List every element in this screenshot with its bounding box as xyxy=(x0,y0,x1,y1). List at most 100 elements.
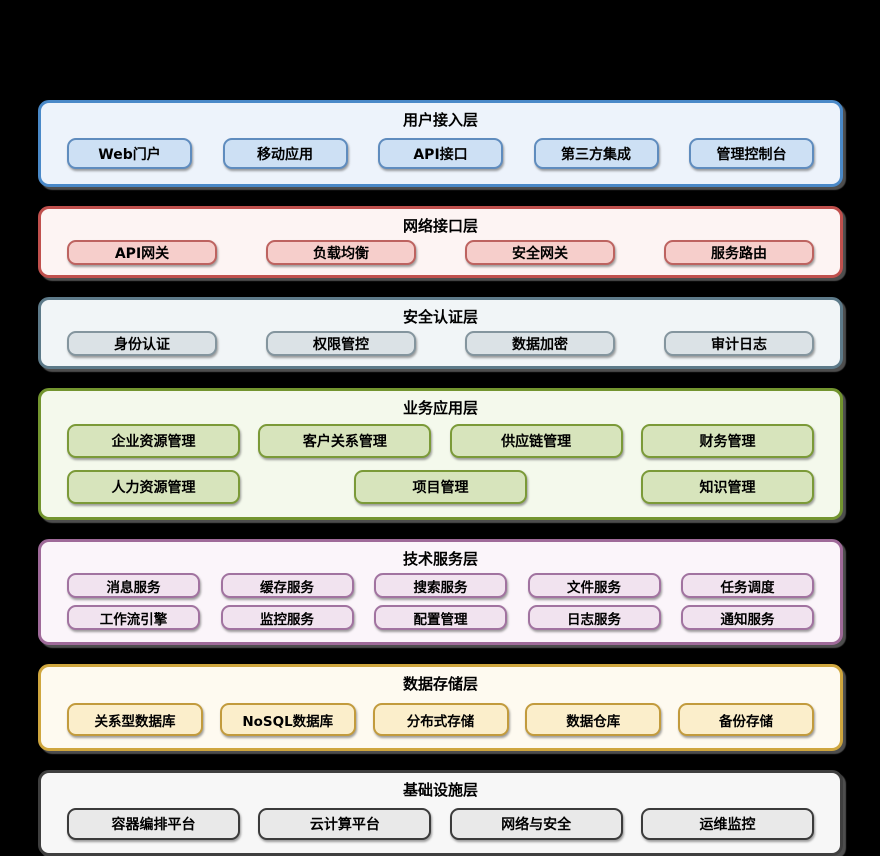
service-box: 配置管理 xyxy=(374,605,507,630)
service-box: 安全网关 xyxy=(465,240,615,265)
service-box: 知识管理 xyxy=(641,470,814,504)
service-box: 服务路由 xyxy=(664,240,814,265)
service-box: 管理控制台 xyxy=(689,138,814,169)
layer-panel-data-storage-layer: 数据存储层 关系型数据库 NoSQL数据库 分布式存储 数据仓库 备份存储 xyxy=(38,664,843,751)
service-box-label: 备份存储 xyxy=(719,713,773,730)
service-box-label: 企业资源管理 xyxy=(111,434,196,450)
service-box-label: 搜索服务 xyxy=(413,579,468,596)
service-box-label: 人力资源管理 xyxy=(111,480,196,496)
service-box-label: 权限管控 xyxy=(313,336,369,353)
service-box-label: API网关 xyxy=(114,245,170,262)
service-box-label: 身份认证 xyxy=(114,336,170,353)
service-box: 数据仓库 xyxy=(525,703,662,736)
service-box-label: 数据仓库 xyxy=(566,713,621,730)
service-box: 运维监控 xyxy=(640,808,814,840)
service-box-label: 管理控制台 xyxy=(716,146,787,163)
service-box: 权限管控 xyxy=(266,331,416,356)
service-box-label: 供应链管理 xyxy=(501,434,572,450)
service-box-label: 网络与安全 xyxy=(501,817,572,833)
service-box: 数据加密 xyxy=(465,331,615,356)
service-box: 网络与安全 xyxy=(449,808,623,840)
service-box-label: NoSQL数据库 xyxy=(242,713,334,730)
layer-panel-security-auth-layer: 安全认证层 身份认证 权限管控 数据加密 审计日志 xyxy=(38,297,843,369)
service-box: 项目管理 xyxy=(354,470,527,504)
layer-row: 容器编排平台 云计算平台 网络与安全 运维监控 xyxy=(41,808,840,840)
service-box-label: API接口 xyxy=(413,146,468,163)
service-box: 消息服务 xyxy=(67,573,200,598)
service-box: 云计算平台 xyxy=(258,808,432,840)
service-box-label: 客户关系管理 xyxy=(302,434,387,450)
service-box: 关系型数据库 xyxy=(67,703,203,736)
service-box-label: 容器编排平台 xyxy=(111,817,196,833)
service-box: 客户关系管理 xyxy=(258,424,432,458)
service-box-label: 知识管理 xyxy=(699,480,756,496)
service-box-label: 服务路由 xyxy=(711,245,767,262)
service-box: 审计日志 xyxy=(664,331,814,356)
service-box: 通知服务 xyxy=(681,605,814,630)
service-box: 供应链管理 xyxy=(449,424,623,458)
service-box: 工作流引擎 xyxy=(67,605,200,630)
service-box: NoSQL数据库 xyxy=(219,703,356,736)
layer-row: 身份认证 权限管控 数据加密 审计日志 xyxy=(41,331,840,356)
layer-title: 数据存储层 xyxy=(402,675,478,693)
layer-title: 技术服务层 xyxy=(402,550,478,568)
service-box-label: 监控服务 xyxy=(260,611,314,628)
service-box-label: 运维监控 xyxy=(699,817,756,833)
service-box: 监控服务 xyxy=(220,605,354,630)
layer-panel-business-app-layer: 业务应用层 企业资源管理 客户关系管理 供应链管理 财务管理人力资源管理 项目管理 知识管… xyxy=(38,388,843,520)
service-box: 身份认证 xyxy=(67,331,217,356)
layer-panel-infrastructure-layer: 基础设施层 容器编排平台 云计算平台 网络与安全 运维监控 xyxy=(38,770,843,856)
service-box-label: 工作流引擎 xyxy=(99,611,168,628)
service-box: 任务调度 xyxy=(681,573,814,598)
service-box-label: 关系型数据库 xyxy=(94,713,176,730)
layer-title: 基础设施层 xyxy=(402,781,478,799)
service-box-label: 缓存服务 xyxy=(260,579,314,596)
service-box: API网关 xyxy=(67,240,217,265)
layer-row: Web门户 移动应用 API接口 第三方集成 管理控制台 xyxy=(41,138,840,169)
service-box-label: 安全网关 xyxy=(512,245,568,262)
service-box: 第三方集成 xyxy=(533,138,659,169)
layer-panel-tech-service-layer: 技术服务层 消息服务 缓存服务 搜索服务 文件服务 任务调度工作流引擎 监控服务 配置管理 日… xyxy=(38,539,843,645)
layer-title: 安全认证层 xyxy=(402,308,478,326)
layer-panel-network-interface-layer: 网络接口层 API网关 负载均衡 安全网关 服务路由 xyxy=(38,206,843,278)
layer-row: 人力资源管理 项目管理 知识管理 xyxy=(41,470,840,504)
service-box: Web门户 xyxy=(67,138,192,169)
layer-title: 用户接入层 xyxy=(402,111,478,129)
service-box-label: 分布式存储 xyxy=(406,713,475,730)
service-box-label: 项目管理 xyxy=(412,480,469,496)
service-box-label: 消息服务 xyxy=(106,579,161,596)
service-box: 分布式存储 xyxy=(372,703,509,736)
service-box: 容器编排平台 xyxy=(67,808,240,840)
service-box-label: Web门户 xyxy=(98,146,161,163)
service-box-label: 通知服务 xyxy=(720,611,775,628)
service-box-label: 日志服务 xyxy=(567,611,621,628)
service-box: API接口 xyxy=(378,138,503,169)
service-box-label: 任务调度 xyxy=(720,579,775,596)
service-box-label: 第三方集成 xyxy=(561,146,631,163)
service-box: 财务管理 xyxy=(640,424,814,458)
layer-row: 企业资源管理 客户关系管理 供应链管理 财务管理 xyxy=(41,424,840,458)
service-box-label: 云计算平台 xyxy=(309,817,380,833)
service-box: 备份存储 xyxy=(678,703,814,736)
service-box-label: 配置管理 xyxy=(413,611,468,628)
service-box: 文件服务 xyxy=(527,573,661,598)
layer-title: 业务应用层 xyxy=(402,399,478,417)
service-box: 人力资源管理 xyxy=(67,470,240,504)
layer-row: 消息服务 缓存服务 搜索服务 文件服务 任务调度 xyxy=(41,573,840,598)
service-box: 企业资源管理 xyxy=(67,424,240,458)
service-box-label: 负载均衡 xyxy=(313,245,369,262)
service-box-label: 财务管理 xyxy=(699,434,756,450)
service-box-label: 审计日志 xyxy=(711,336,767,353)
service-box: 搜索服务 xyxy=(374,573,507,598)
service-box-label: 文件服务 xyxy=(567,579,621,596)
layer-panel-user-access-layer: 用户接入层 Web门户 移动应用 API接口 第三方集成 管理控制台 xyxy=(38,100,843,187)
service-box: 负载均衡 xyxy=(266,240,416,265)
layer-row: 关系型数据库 NoSQL数据库 分布式存储 数据仓库 备份存储 xyxy=(41,703,840,736)
layer-row: API网关 负载均衡 安全网关 服务路由 xyxy=(41,240,840,265)
service-box: 移动应用 xyxy=(222,138,348,169)
architecture-diagram: 用户接入层 Web门户 移动应用 API接口 第三方集成 管理控制台 网络接口层 API… xyxy=(38,100,843,856)
layer-title: 网络接口层 xyxy=(402,217,478,235)
service-box-label: 移动应用 xyxy=(257,146,313,163)
service-box: 缓存服务 xyxy=(220,573,354,598)
